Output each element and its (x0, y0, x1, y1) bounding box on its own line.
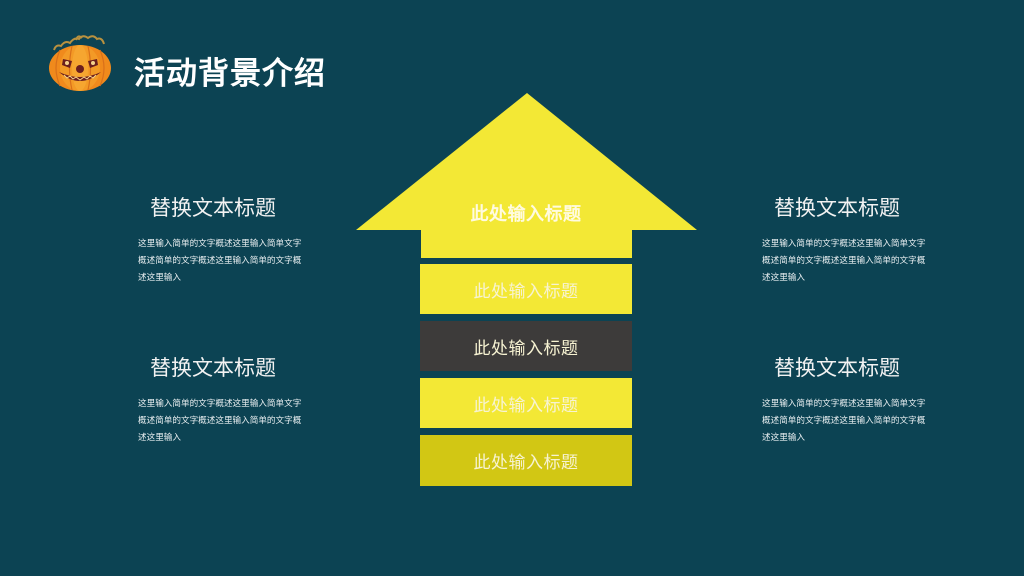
block-description: 这里输入简单的文字概述这里输入简单文字概述简单的文字概述这里输入简单的文字概述这… (762, 239, 926, 283)
arrow-step-4: 此处输入标题 (420, 435, 632, 486)
right-text-block-1: 替换文本标题 这里输入简单的文字概述这里输入简单文字概述简单的文字概述这里输入简… (762, 192, 932, 287)
page-title: 活动背景介绍 (134, 56, 326, 92)
block-title: 替换文本标题 (774, 356, 900, 380)
block-description: 这里输入简单的文字概述这里输入简单文字概述简单的文字概述这里输入简单的文字概述这… (762, 399, 926, 443)
arrow-head-label: 此处输入标题 (470, 204, 582, 225)
block-title: 替换文本标题 (150, 356, 276, 380)
pumpkin-icon (46, 32, 114, 92)
block-description: 这里输入简单的文字概述这里输入简单文字概述简单的文字概述这里输入简单的文字概述这… (138, 239, 302, 283)
step-label: 此处输入标题 (473, 338, 579, 359)
left-text-block-2: 替换文本标题 这里输入简单的文字概述这里输入简单文字概述简单的文字概述这里输入简… (138, 352, 308, 447)
header (46, 32, 114, 92)
step-label: 此处输入标题 (473, 453, 579, 473)
step-label: 此处输入标题 (473, 395, 579, 416)
arrow-step-2: 此处输入标题 (420, 321, 632, 371)
arrow-step-1: 此处输入标题 (420, 264, 632, 314)
left-text-block-1: 替换文本标题 这里输入简单的文字概述这里输入简单文字概述简单的文字概述这里输入简… (138, 192, 308, 287)
block-title: 替换文本标题 (150, 196, 276, 220)
block-description: 这里输入简单的文字概述这里输入简单文字概述简单的文字概述这里输入简单的文字概述这… (138, 399, 302, 443)
block-title: 替换文本标题 (774, 196, 900, 220)
step-label: 此处输入标题 (473, 281, 579, 302)
right-text-block-2: 替换文本标题 这里输入简单的文字概述这里输入简单文字概述简单的文字概述这里输入简… (762, 352, 932, 447)
arrow-step-3: 此处输入标题 (420, 378, 632, 428)
